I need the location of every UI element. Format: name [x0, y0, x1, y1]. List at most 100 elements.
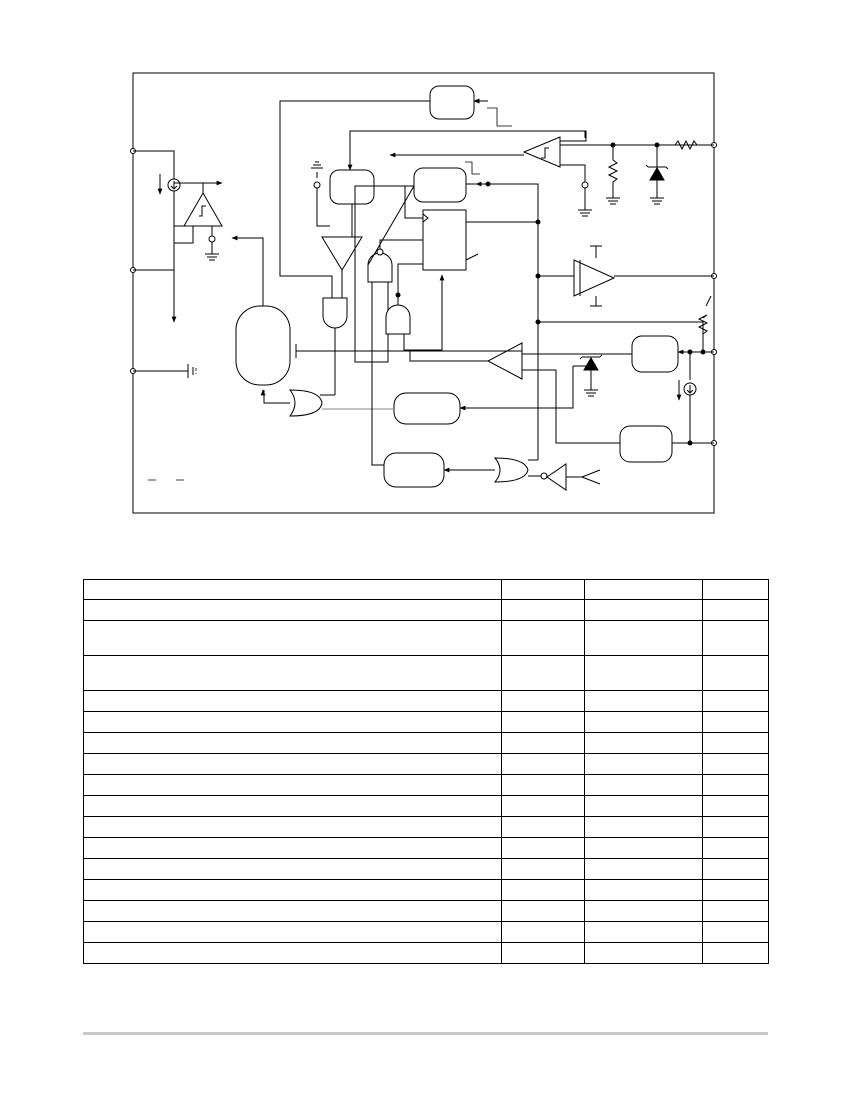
and-gate-mid: [385, 304, 411, 335]
table-cell: [702, 732, 769, 754]
table-cell: [702, 921, 769, 943]
table-cell: [501, 655, 585, 691]
table-cell: [83, 753, 502, 775]
table-cell: [83, 690, 502, 712]
table-cell: [702, 837, 769, 859]
table-row: [83, 921, 769, 943]
table-cell: [584, 900, 703, 922]
table-cell: [702, 711, 769, 733]
table-cell: [584, 655, 703, 691]
table-header-cell: [584, 579, 703, 600]
table-cell: [501, 774, 585, 796]
table-cell: [501, 837, 585, 859]
table-cell: [83, 599, 502, 621]
table-cell: [501, 732, 585, 754]
table-cell: [83, 879, 502, 901]
or-gate-bottom: [493, 457, 529, 483]
table-cell: [83, 655, 502, 691]
table-cell: [83, 620, 502, 656]
table-cell: [584, 837, 703, 859]
block-right-upper: [631, 335, 679, 373]
block-diagram: [130, 72, 717, 514]
zener-mid: [583, 357, 599, 371]
hysteresis-comparator-top: [522, 136, 561, 168]
table-cell: [501, 900, 585, 922]
table-cell: [702, 599, 769, 621]
table-cell: [702, 753, 769, 775]
table-cell: [501, 921, 585, 943]
table-cell: [83, 942, 502, 964]
table-row: [83, 599, 769, 621]
table-cell: [702, 795, 769, 817]
table-cell: [584, 921, 703, 943]
table-cell: [83, 795, 502, 817]
flip-flop: [422, 209, 467, 271]
block-right-lower: [619, 425, 673, 463]
diagram-frame: [132, 72, 715, 514]
table-cell: [584, 879, 703, 901]
table-cell: [501, 753, 585, 775]
or-gate-left: [288, 389, 323, 417]
table-row: [83, 858, 769, 880]
inverter-bottom: [546, 463, 567, 491]
table-row: [83, 753, 769, 775]
table-cell: [702, 942, 769, 964]
table-cell: [501, 879, 585, 901]
table-header-row: [83, 579, 769, 600]
table-cell: [501, 858, 585, 880]
spec-table: [83, 579, 769, 964]
table-header-cell: [83, 579, 502, 600]
hysteresis-comparator-left: [183, 191, 223, 227]
table-cell: [702, 816, 769, 838]
table-cell: [83, 732, 502, 754]
table-cell: [702, 900, 769, 922]
table-cell: [501, 690, 585, 712]
table-cell: [83, 711, 502, 733]
footer-divider: [83, 1032, 768, 1035]
table-cell: [501, 599, 585, 621]
table-row: [83, 879, 769, 901]
block-lower-mid: [383, 452, 445, 488]
table-row: [83, 774, 769, 796]
block-mid: [393, 392, 461, 425]
block-top: [429, 85, 475, 120]
table-cell: [83, 816, 502, 838]
table-cell: [584, 942, 703, 964]
block-upper-left: [329, 169, 375, 205]
table-cell: [584, 690, 703, 712]
table-row: [83, 732, 769, 754]
table-cell: [83, 774, 502, 796]
table-row: [83, 837, 769, 859]
table-cell: [702, 879, 769, 901]
table-cell: [584, 774, 703, 796]
table-cell: [702, 774, 769, 796]
table-cell: [83, 837, 502, 859]
table-cell: [584, 732, 703, 754]
table-row: [83, 816, 769, 838]
table-cell: [83, 900, 502, 922]
table-row: [83, 620, 769, 656]
table-cell: [501, 816, 585, 838]
zener-right: [649, 167, 665, 181]
table-row: [83, 711, 769, 733]
buffer-triangle: [321, 236, 363, 271]
table-cell: [584, 620, 703, 656]
table-cell: [83, 858, 502, 880]
nand-gate-top: [367, 252, 393, 283]
table-cell: [501, 942, 585, 964]
table-header-cell: [702, 579, 769, 600]
table-cell: [584, 753, 703, 775]
table-cell: [584, 599, 703, 621]
table-row: [83, 942, 769, 964]
output-driver: [573, 259, 616, 297]
table-row: [83, 900, 769, 922]
table-cell: [702, 858, 769, 880]
table-cell: [702, 620, 769, 656]
table-header-cell: [501, 579, 585, 600]
table-row: [83, 690, 769, 712]
table-cell: [501, 711, 585, 733]
block-upper-mid: [413, 167, 467, 203]
table-cell: [501, 620, 585, 656]
table-cell: [584, 711, 703, 733]
table-row: [83, 795, 769, 817]
